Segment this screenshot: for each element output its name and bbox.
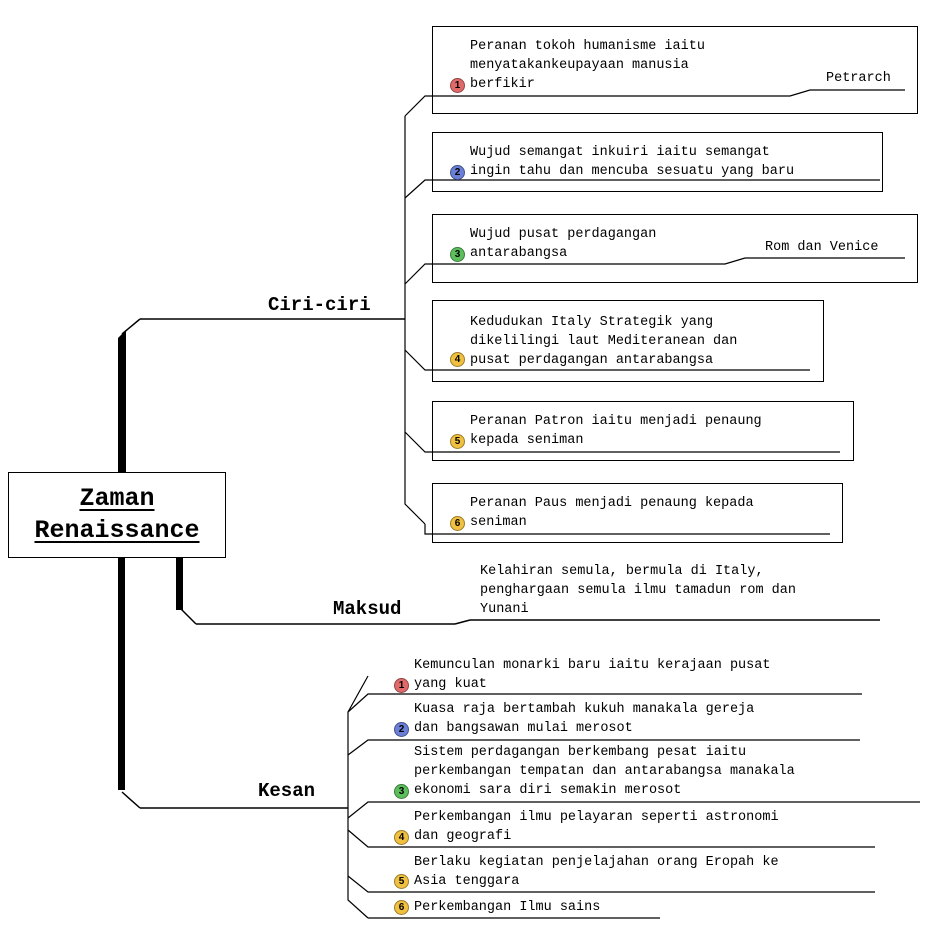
kesan-number-5-icon: 5	[394, 874, 409, 889]
ciri-item-5-line-2: kepada seniman	[470, 433, 584, 448]
maksud-line-3: Yunani	[480, 602, 529, 617]
kesan-number-4-icon: 4	[394, 830, 409, 845]
ciri-connector-3	[404, 257, 905, 285]
trunk-ciri	[118, 330, 126, 472]
maksud-connector	[454, 619, 471, 625]
ciri-item-6: Peranan Paus menjadi penaung kepada seni…	[470, 494, 754, 532]
kesan-connector-1	[347, 693, 862, 713]
ciri-item-1-line-2: menyatakankeupayaan manusia	[470, 58, 689, 73]
number-4-icon: 4	[450, 352, 465, 367]
maksud-text[interactable]: Kelahiran semula, bermula di Italy, peng…	[480, 562, 796, 619]
ciri-connector-4	[404, 349, 810, 371]
ciri-item-5: Peranan Patron iaitu menjadi penaung kep…	[470, 412, 762, 450]
branch-label-ciri[interactable]: Ciri-ciri	[268, 294, 371, 316]
branch-label-maksud[interactable]: Maksud	[333, 598, 402, 620]
ciri-box-5[interactable]	[432, 401, 854, 461]
kesan-item-2-line-1: Kuasa raja bertambah kukuh manakala gere…	[414, 702, 755, 717]
ciri-item-2-line-1: Wujud semangat inkuiri iaitu semangat	[470, 145, 770, 160]
kesan-connector-3	[347, 801, 920, 819]
ciri-box-3[interactable]	[432, 214, 918, 283]
kesan-item-1[interactable]: Kemunculan monarki baru iaitu kerajaan p…	[414, 656, 770, 694]
root-title-line2: Renaissance	[34, 516, 200, 545]
number-3-icon: 3	[450, 247, 465, 262]
kesan-item-3-line-1: Sistem perdagangan berkembang pesat iait…	[414, 745, 747, 760]
number-5-icon: 5	[450, 434, 465, 449]
kesan-connector-5	[347, 875, 875, 893]
branch-label-kesan[interactable]: Kesan	[258, 780, 316, 802]
branch-line-ciri	[121, 318, 141, 335]
trunk-maksud	[176, 558, 183, 610]
kesan-item-3[interactable]: Sistem perdagangan berkembang pesat iait…	[414, 743, 795, 800]
ciri-box-1[interactable]	[432, 26, 918, 114]
ciri-box-6[interactable]	[432, 483, 843, 543]
ciri-item-3: Wujud pusat perdagangan antarabangsa	[470, 225, 656, 263]
ciri-item-4: Kedudukan Italy Strategik yang dikelilin…	[470, 313, 737, 370]
kesan-item-6[interactable]: Perkembangan Ilmu sains	[414, 898, 600, 917]
kesan-item-4-line-1: Perkembangan ilmu pelayaran seperti astr…	[414, 810, 779, 825]
root-title-line1: Zaman	[79, 484, 155, 513]
maksud-line-1: Kelahiran semula, bermula di Italy,	[480, 564, 764, 579]
ciri-note-petrarch[interactable]: Petrarch	[826, 71, 891, 86]
ciri-box-4[interactable]	[432, 300, 824, 382]
ciri-connector-6	[424, 524, 830, 535]
ciri-item-4-line-2: dikelilingi laut Mediteranean dan	[470, 334, 738, 349]
ciri-item-2: Wujud semangat inkuiri iaitu semangat in…	[470, 143, 794, 181]
kesan-number-1-icon: 1	[394, 678, 409, 693]
ciri-item-4-line-3: pusat perdagangan antarabangsa	[470, 353, 714, 368]
ciri-item-2-line-2: ingin tahu dan mencuba sesuatu yang baru	[470, 164, 795, 179]
kesan-number-2-icon: 2	[394, 722, 409, 737]
branch-line-maksud	[179, 607, 197, 625]
kesan-item-6-line-1: Perkembangan Ilmu sains	[414, 900, 601, 915]
number-1-icon: 1	[450, 78, 465, 93]
ciri-item-5-line-1: Peranan Patron iaitu menjadi penaung	[470, 414, 762, 429]
kesan-spine	[347, 675, 369, 919]
ciri-item-4-line-1: Kedudukan Italy Strategik yang	[470, 315, 714, 330]
ciri-spine	[404, 116, 426, 525]
trunk-kesan	[118, 558, 125, 790]
kesan-number-3-icon: 3	[394, 784, 409, 799]
kesan-connector-2	[347, 739, 860, 756]
kesan-item-5[interactable]: Berlaku kegiatan penjelajahan orang Erop…	[414, 853, 779, 891]
ciri-item-6-line-2: seniman	[470, 515, 527, 530]
kesan-connector-4	[347, 829, 875, 848]
ciri-note-rom-venice[interactable]: Rom dan Venice	[765, 240, 879, 255]
ciri-connector-1	[404, 89, 905, 117]
branch-line-kesan	[121, 791, 141, 809]
root-node[interactable]: Zaman Renaissance	[8, 472, 226, 558]
kesan-item-4-line-2: dan geografi	[414, 829, 512, 844]
kesan-item-2-line-2: dan bangsawan mulai merosot	[414, 721, 633, 736]
kesan-item-5-line-2: Asia tenggara	[414, 874, 520, 889]
number-2-icon: 2	[450, 165, 465, 180]
maksud-line-2: penghargaan semula ilmu tamadun rom dan	[480, 583, 796, 598]
kesan-item-3-line-3: ekonomi sara diri semakin merosot	[414, 783, 682, 798]
ciri-item-6-line-1: Peranan Paus menjadi penaung kepada	[470, 496, 754, 511]
ciri-item-3-line-1: Wujud pusat perdagangan	[470, 227, 657, 242]
kesan-item-3-line-2: perkembangan tempatan dan antarabangsa m…	[414, 764, 795, 779]
kesan-number-6-icon: 6	[394, 900, 409, 915]
ciri-item-1-line-3: berfikir	[470, 77, 535, 92]
kesan-item-4[interactable]: Perkembangan ilmu pelayaran seperti astr…	[414, 808, 779, 846]
kesan-item-1-line-1: Kemunculan monarki baru iaitu kerajaan p…	[414, 658, 771, 673]
number-6-icon: 6	[450, 516, 465, 531]
ciri-item-3-line-2: antarabangsa	[470, 246, 568, 261]
kesan-item-1-line-2: yang kuat	[414, 677, 487, 692]
ciri-item-1-line-1: Peranan tokoh humanisme iaitu	[470, 39, 705, 54]
ciri-connector-5	[404, 431, 840, 453]
ciri-box-2[interactable]	[432, 132, 883, 192]
kesan-item-2[interactable]: Kuasa raja bertambah kukuh manakala gere…	[414, 700, 754, 738]
ciri-item-1: Peranan tokoh humanisme iaitu menyatakan…	[470, 37, 705, 94]
kesan-item-5-line-1: Berlaku kegiatan penjelajahan orang Erop…	[414, 855, 779, 870]
ciri-connector-2	[404, 179, 880, 199]
